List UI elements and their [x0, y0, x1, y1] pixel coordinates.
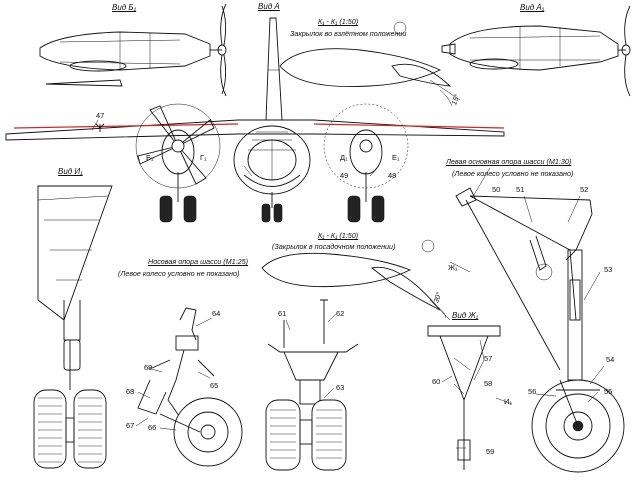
nose-gear-title: Носовая опора шасси (М1:25): [148, 257, 249, 266]
callout-63: 63: [336, 383, 345, 392]
main-gear-title: Левая основная опора шасси (М1:30): [446, 157, 572, 166]
view-a1-nacelle: [441, 5, 631, 97]
nose-gear-side-view: [137, 307, 243, 467]
marker-d1: Д₁: [340, 153, 348, 162]
callout-62: 62: [336, 309, 345, 318]
callout-57: 57: [484, 354, 493, 363]
view-label-zh1: Вид Ж₁: [452, 311, 479, 320]
callout-61: 61: [278, 309, 287, 318]
callout-68: 68: [126, 387, 135, 396]
callout-50: 50: [492, 185, 501, 194]
callout-52: 52: [580, 185, 589, 194]
view-zh1-strut: [427, 325, 501, 470]
section-title-landing: К₁ - К₁ (1:50): [318, 231, 359, 240]
callout-67: 67: [126, 421, 135, 430]
callout-47: 47: [96, 111, 105, 120]
callout-56: 56: [528, 387, 537, 396]
main-gear-note: (Левое колесо условно не показано): [452, 169, 574, 178]
callout-58: 58: [484, 379, 493, 388]
section-subtitle-landing: (Закрылок в посадочном положении): [272, 242, 396, 251]
view-label-i1: Вид И₁: [58, 167, 83, 176]
flap-section-landing: [261, 239, 451, 321]
view-label-a: Вид А: [258, 2, 280, 11]
leader-lines: [91, 119, 605, 449]
callout-51: 51: [516, 185, 525, 194]
flap-section-takeoff: [279, 21, 461, 107]
view-a-front-aircraft: [5, 17, 505, 223]
callout-53: 53: [604, 265, 613, 274]
section-title-takeoff: К₁ - К₁ (1:50): [318, 17, 359, 26]
callout-65: 65: [210, 381, 219, 390]
marker-e1: Е₁: [392, 153, 400, 162]
main-gear-side-view: [449, 187, 625, 473]
main-gear-front-view: [265, 299, 359, 471]
callout-60: 60: [432, 377, 441, 386]
view-b1-nacelle: [39, 3, 227, 97]
marker-b1: Б₁: [146, 153, 154, 162]
callout-48: 48: [388, 171, 397, 180]
callout-55: 55: [604, 387, 613, 396]
marker-g1: Г₁: [200, 153, 207, 162]
view-i1-main-gear-rear: [33, 185, 113, 469]
view-label-b1: Вид Б₁: [112, 3, 137, 12]
callout-69: 69: [144, 363, 153, 372]
callout-64: 64: [212, 309, 221, 318]
view-label-a1: Вид А₁: [520, 3, 545, 12]
nose-gear-note: (Левое колесо условно не показано): [118, 269, 240, 278]
callout-66: 66: [148, 423, 157, 432]
section-subtitle-takeoff: Закрылок во взлётном положении: [290, 29, 407, 38]
marker-i1: И₁: [504, 397, 512, 406]
marker-zh1: Ж₁: [448, 263, 458, 272]
callout-49: 49: [340, 171, 349, 180]
callout-59: 59: [486, 447, 495, 456]
callout-54: 54: [606, 355, 615, 364]
